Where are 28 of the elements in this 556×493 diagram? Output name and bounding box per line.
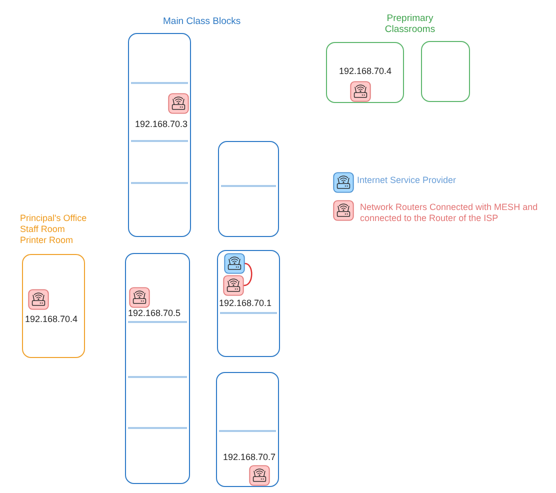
room-block <box>128 33 191 237</box>
room-name: Printer Room <box>20 235 74 246</box>
ip-address: 192.168.70.4 <box>25 314 78 325</box>
room-block <box>217 250 280 357</box>
room-name: Principal's Office <box>20 213 87 224</box>
legend-label: Internet Service Provider <box>357 175 456 186</box>
section-title: Main Class Blocks <box>163 16 241 27</box>
router-icon <box>249 465 270 486</box>
ip-address: 192.168.70.3 <box>135 119 188 130</box>
router-icon <box>168 93 189 114</box>
room-block <box>218 141 279 237</box>
router-icon <box>224 253 245 274</box>
router-icon <box>350 81 371 102</box>
section-title: Preprimary Classrooms <box>384 13 436 35</box>
ip-address: 192.168.70.1 <box>219 298 272 309</box>
router-icon <box>129 287 150 308</box>
router-icon <box>28 289 49 310</box>
room-block <box>125 253 190 484</box>
ip-address: 192.168.70.4 <box>339 66 392 77</box>
ip-address: 192.168.70.5 <box>128 308 181 319</box>
ip-address: 192.168.70.7 <box>223 452 276 463</box>
room-block <box>421 41 470 102</box>
legend-label: Network Routers Connected with MESH and connected to the Router of the ISP <box>360 202 539 224</box>
connection-line <box>243 262 252 286</box>
router-icon <box>223 275 244 296</box>
room-block <box>216 372 279 487</box>
room-name: Staff Room <box>20 224 65 235</box>
room-block <box>326 42 404 103</box>
